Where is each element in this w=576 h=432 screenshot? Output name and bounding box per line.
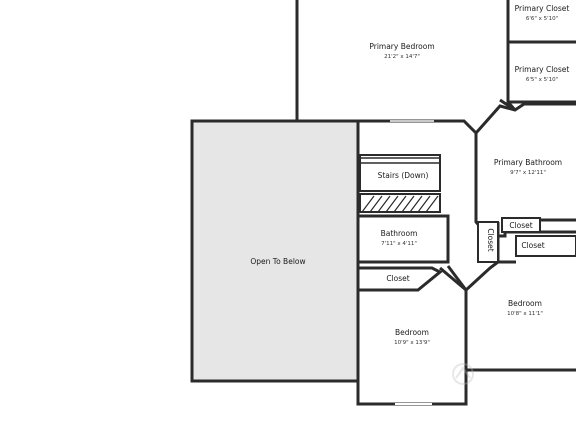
closet-right-box: [515, 235, 576, 257]
hall-closet-walls: [358, 266, 443, 292]
room-bedroom-right-dims: 10'8" x 11'1": [507, 311, 543, 317]
room-bedroom-bottom-dims: 10'9" x 13'9": [394, 340, 430, 346]
room-bedroom-bottom-name: Bedroom: [395, 328, 429, 337]
room-primary-closet-2-name: Primary Closet: [515, 65, 570, 74]
room-primary-closet-2-dims: 6'5" x 5'10": [526, 77, 558, 83]
room-open-to-below-name: Open To Below: [250, 257, 305, 266]
room-primary-bedroom-name: Primary Bedroom: [369, 42, 434, 51]
room-stairs-name: Stairs (Down): [378, 171, 429, 180]
bathroom-walls: [358, 214, 450, 264]
room-bedroom-right-name: Bedroom: [508, 299, 542, 308]
bedroom-bath-divider: [474, 102, 576, 134]
open-to-below-area: [190, 119, 360, 383]
watermark-logo: [452, 363, 474, 385]
room-closet-hall-name: Closet: [386, 274, 409, 283]
stairs-block: [359, 154, 441, 192]
room-closet-small-name: Closet: [509, 221, 532, 230]
room-closet-vertical-name: Closet: [486, 228, 495, 251]
room-bathroom-dims: 7'11" x 4'11": [381, 241, 417, 247]
room-primary-bathroom-name: Primary Bathroom: [494, 158, 562, 167]
room-primary-closet-1-name: Primary Closet: [515, 4, 570, 13]
bedroom-right-walls: [464, 260, 576, 404]
closet-vertical-box: [477, 221, 499, 263]
room-closet-right-name: Closet: [521, 241, 544, 250]
room-primary-bathroom-dims: 9'7" x 12'11": [510, 170, 546, 176]
stairs-hatch: [359, 193, 441, 213]
room-primary-closet-1-dims: 6'6" x 5'10": [526, 16, 558, 22]
room-bathroom-name: Bathroom: [381, 229, 418, 238]
room-primary-bedroom-dims: 21'2" x 14'7": [384, 54, 420, 60]
closet-small-box: [501, 217, 541, 233]
